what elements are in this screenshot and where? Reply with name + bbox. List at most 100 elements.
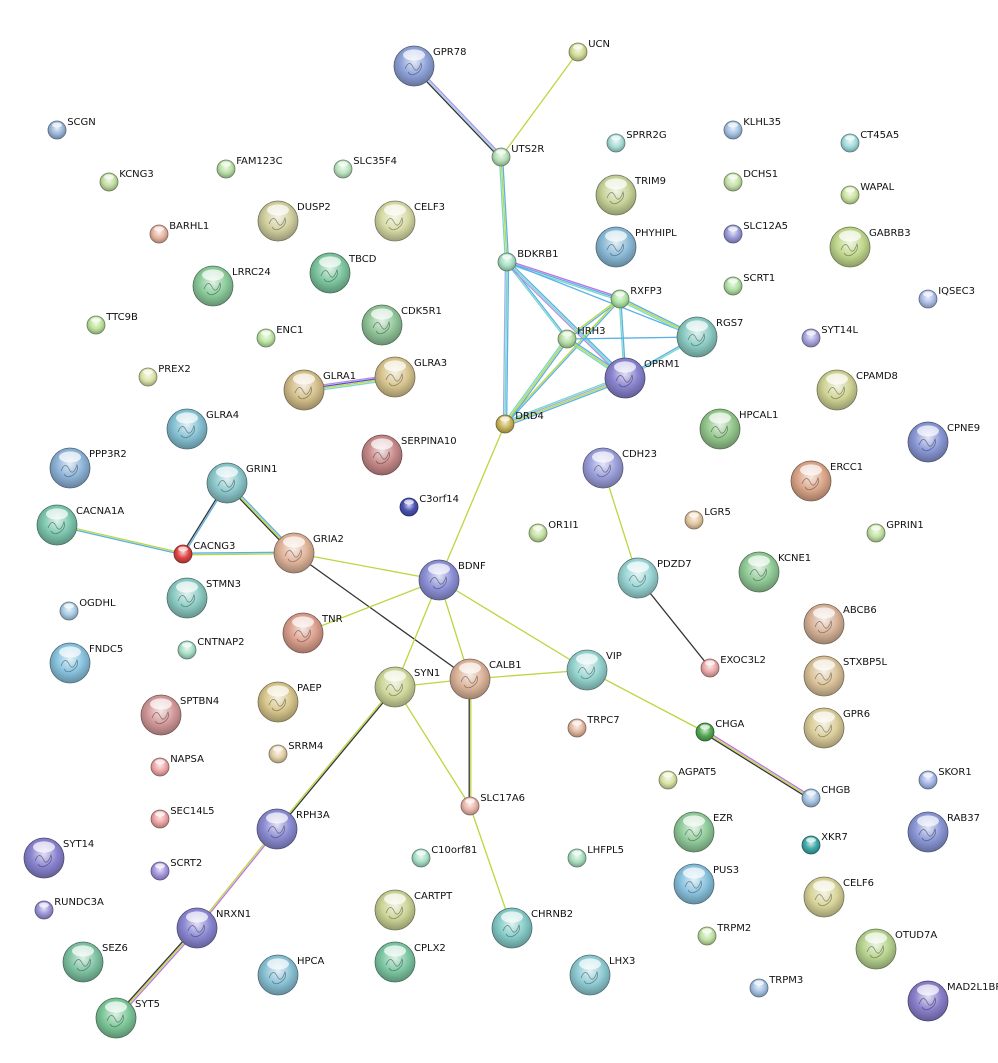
node-c3orf14[interactable]: C3orf14: [399, 494, 459, 517]
node-gpr78[interactable]: GPR78: [393, 45, 466, 87]
node-ct45a5[interactable]: CT45A5: [840, 130, 899, 153]
node-pdzd7[interactable]: PDZD7: [617, 557, 692, 599]
node-napsa[interactable]: NAPSA: [150, 754, 204, 777]
node-barhl1[interactable]: BARHL1: [149, 221, 209, 244]
node-cpamd8[interactable]: CPAMD8: [816, 369, 898, 411]
node-lgr5[interactable]: LGR5: [684, 507, 731, 530]
node-syt5[interactable]: SYT5: [95, 997, 160, 1039]
node-wapal[interactable]: WAPAL: [840, 182, 895, 205]
node-tbcd[interactable]: TBCD: [309, 252, 377, 294]
node-cartpt[interactable]: CARTPT: [374, 889, 453, 931]
node-cdk5r1[interactable]: CDK5R1: [361, 304, 442, 346]
node-hpcal1[interactable]: HPCAL1: [699, 408, 778, 450]
node-lhfpl5[interactable]: LHFPL5: [567, 845, 624, 868]
node-oprm1[interactable]: OPRM1: [604, 357, 680, 399]
node-nrxn1[interactable]: NRXN1: [176, 907, 251, 949]
node-chga[interactable]: CHGA: [695, 719, 744, 742]
node-sec14l5[interactable]: SEC14L5: [150, 806, 215, 829]
node-stxbp5l[interactable]: STXBP5L: [803, 655, 888, 697]
node-syn1[interactable]: SYN1: [374, 666, 440, 708]
node-rgs7[interactable]: RGS7: [676, 316, 743, 358]
node-scrt2[interactable]: SCRT2: [150, 858, 202, 881]
node-kcne1[interactable]: KCNE1: [738, 551, 811, 593]
node-slc35f4[interactable]: SLC35F4: [333, 156, 397, 179]
node-ucn[interactable]: UCN: [568, 39, 610, 62]
node-trpm2[interactable]: TRPM2: [697, 923, 751, 946]
node-paep[interactable]: PAEP: [257, 681, 322, 723]
node-slc17a6[interactable]: SLC17A6: [460, 793, 525, 816]
node-rundc3a[interactable]: RUNDC3A: [34, 897, 104, 920]
node-bdkrb1[interactable]: BDKRB1: [497, 249, 558, 272]
node-gria2[interactable]: GRIA2: [273, 532, 344, 574]
node-celf3[interactable]: CELF3: [374, 200, 445, 242]
node-agpat5[interactable]: AGPAT5: [658, 767, 717, 790]
node-cpne9[interactable]: CPNE9: [907, 421, 980, 463]
node-rph3a[interactable]: RPH3A: [256, 808, 330, 850]
node-enc1[interactable]: ENC1: [256, 325, 303, 348]
node-trpc7[interactable]: TRPC7: [567, 715, 620, 738]
node-c10orf81[interactable]: C10orf81: [411, 845, 477, 868]
node-hpca[interactable]: HPCA: [257, 954, 325, 996]
node-trim9[interactable]: TRIM9: [595, 174, 666, 216]
node-fam123c[interactable]: FAM123C: [216, 156, 283, 179]
node-skor1[interactable]: SKOR1: [918, 767, 972, 790]
node-ezr[interactable]: EZR: [673, 811, 733, 853]
node-abcb6[interactable]: ABCB6: [803, 603, 877, 645]
node-slc12a5[interactable]: SLC12A5: [723, 221, 788, 244]
node-ogdhl[interactable]: OGDHL: [59, 598, 116, 621]
node-celf6[interactable]: CELF6: [803, 876, 874, 918]
node-cntnap2[interactable]: CNTNAP2: [177, 637, 244, 660]
node-cacna1a[interactable]: CACNA1A: [36, 504, 124, 546]
node-sez6[interactable]: SEZ6: [62, 941, 128, 983]
node-or1i1[interactable]: OR1I1: [528, 520, 579, 543]
node-grin1[interactable]: GRIN1: [206, 462, 278, 504]
node-prex2[interactable]: PREX2: [138, 364, 191, 387]
node-pus3[interactable]: PUS3: [673, 863, 739, 905]
node-gpr6[interactable]: GPR6: [803, 707, 870, 749]
node-syt14[interactable]: SYT14: [23, 837, 94, 879]
node-chgb[interactable]: CHGB: [801, 785, 850, 808]
node-drd4[interactable]: DRD4: [495, 411, 544, 434]
node-hrh3[interactable]: HRH3: [557, 326, 606, 349]
node-stmn3[interactable]: STMN3: [166, 577, 241, 619]
node-iqsec3[interactable]: IQSEC3: [918, 286, 975, 309]
node-glra4[interactable]: GLRA4: [166, 408, 239, 450]
node-uts2r[interactable]: UTS2R: [491, 144, 544, 167]
node-kcng3[interactable]: KCNG3: [99, 169, 154, 192]
node-ercc1[interactable]: ERCC1: [790, 460, 863, 502]
node-syt14l[interactable]: SYT14L: [801, 325, 858, 348]
node-rab37[interactable]: RAB37: [907, 811, 980, 853]
node-ttc9b[interactable]: TTC9B: [86, 312, 138, 335]
node-gprin1[interactable]: GPRIN1: [866, 520, 924, 543]
node-tnr[interactable]: TNR: [282, 612, 343, 654]
node-lrrc24[interactable]: LRRC24: [192, 265, 271, 307]
node-chrnb2[interactable]: CHRNB2: [491, 907, 573, 949]
node-cplx2[interactable]: CPLX2: [374, 941, 446, 983]
node-dusp2[interactable]: DUSP2: [257, 200, 331, 242]
node-bdnf[interactable]: BDNF: [418, 559, 486, 601]
node-klhl35[interactable]: KLHL35: [723, 117, 781, 140]
node-otud7a[interactable]: OTUD7A: [855, 928, 937, 970]
node-cacng3[interactable]: CACNG3: [173, 541, 235, 564]
node-fndc5[interactable]: FNDC5: [49, 642, 123, 684]
node-dchs1[interactable]: DCHS1: [723, 169, 778, 192]
node-mad2l1bp[interactable]: MAD2L1BP: [907, 980, 998, 1022]
node-exoc3l2[interactable]: EXOC3L2: [700, 655, 766, 678]
node-gabrb3[interactable]: GABRB3: [829, 226, 911, 268]
node-sptbn4[interactable]: SPTBN4: [140, 694, 219, 736]
node-srrm4[interactable]: SRRM4: [268, 741, 323, 764]
node-glra1[interactable]: GLRA1: [283, 369, 356, 411]
node-sprr2g[interactable]: SPRR2G: [606, 130, 667, 153]
node-lhx3[interactable]: LHX3: [569, 954, 635, 996]
node-xkr7[interactable]: XKR7: [801, 832, 848, 855]
node-scrt1[interactable]: SCRT1: [723, 273, 775, 296]
node-glra3[interactable]: GLRA3: [374, 356, 447, 398]
node-scgn[interactable]: SCGN: [47, 117, 96, 140]
node-calb1[interactable]: CALB1: [449, 658, 522, 700]
node-phyhipl[interactable]: PHYHIPL: [595, 226, 677, 268]
node-trpm3[interactable]: TRPM3: [749, 975, 803, 998]
node-vip[interactable]: VIP: [566, 649, 622, 691]
node-serpina10[interactable]: SERPINA10: [361, 434, 457, 476]
node-ppp3r2[interactable]: PPP3R2: [49, 447, 127, 489]
node-rxfp3[interactable]: RXFP3: [610, 286, 662, 309]
